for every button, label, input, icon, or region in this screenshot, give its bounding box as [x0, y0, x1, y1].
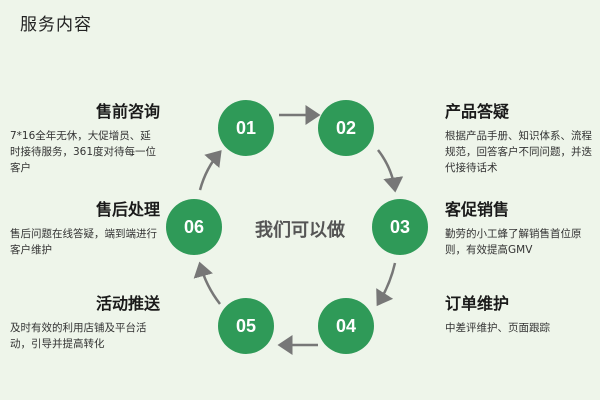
center-label: 我们可以做: [255, 220, 345, 241]
step-06-title: 售后处理: [95, 200, 160, 219]
arrow-02-03: [377, 149, 404, 193]
step-02-desc: 根据产品手册、知识体系、流程规范，回答客户不同问题，并迭代接待话术: [445, 130, 592, 174]
step-03-desc: 勤劳的小工蜂了解销售首位原则，有效提高GMV: [445, 228, 582, 256]
step-04-block: 订单维护 中差评维护、页面跟踪: [445, 290, 593, 336]
step-05-circle: 05: [218, 298, 274, 354]
step-01-desc: 7*16全年无休，大促增员、延时接待服务，361度对待每一位客户: [10, 130, 157, 174]
step-06-block: 售后处理 售后问题在线答疑，端到端进行客户维护: [10, 196, 160, 258]
step-03-block: 客促销售 勤劳的小工蜂了解销售首位原则，有效提高GMV: [445, 196, 593, 258]
step-01-circle: 01: [218, 100, 274, 156]
arrow-03-04: [376, 262, 397, 307]
step-05-desc: 及时有效的利用店铺及平台活动，引导并提高转化: [10, 322, 147, 350]
step-04-circle: 04: [318, 298, 374, 354]
step-02-title: 产品答疑: [445, 102, 510, 121]
step-03-circle: 03: [372, 199, 428, 255]
step-01-title: 售前咨询: [95, 102, 160, 121]
step-01-block: 售前咨询 7*16全年无休，大促增员、延时接待服务，361度对待每一位客户: [10, 98, 160, 176]
step-02-block: 产品答疑 根据产品手册、知识体系、流程规范，回答客户不同问题，并迭代接待话术: [445, 98, 593, 176]
step-02-circle: 02: [318, 100, 374, 156]
arrow-06-01: [198, 150, 222, 191]
page-title: 服务内容: [20, 15, 92, 35]
arrow-05-06: [193, 261, 221, 305]
step-03-title: 客促销售: [445, 200, 510, 219]
step-05-title: 活动推送: [95, 294, 160, 313]
step-06-circle: 06: [166, 199, 222, 255]
step-05-block: 活动推送 及时有效的利用店铺及平台活动，引导并提高转化: [10, 290, 160, 352]
step-04-title: 订单维护: [445, 294, 510, 313]
step-04-desc: 中差评维护、页面跟踪: [445, 322, 550, 334]
step-06-desc: 售后问题在线答疑，端到端进行客户维护: [10, 228, 157, 256]
